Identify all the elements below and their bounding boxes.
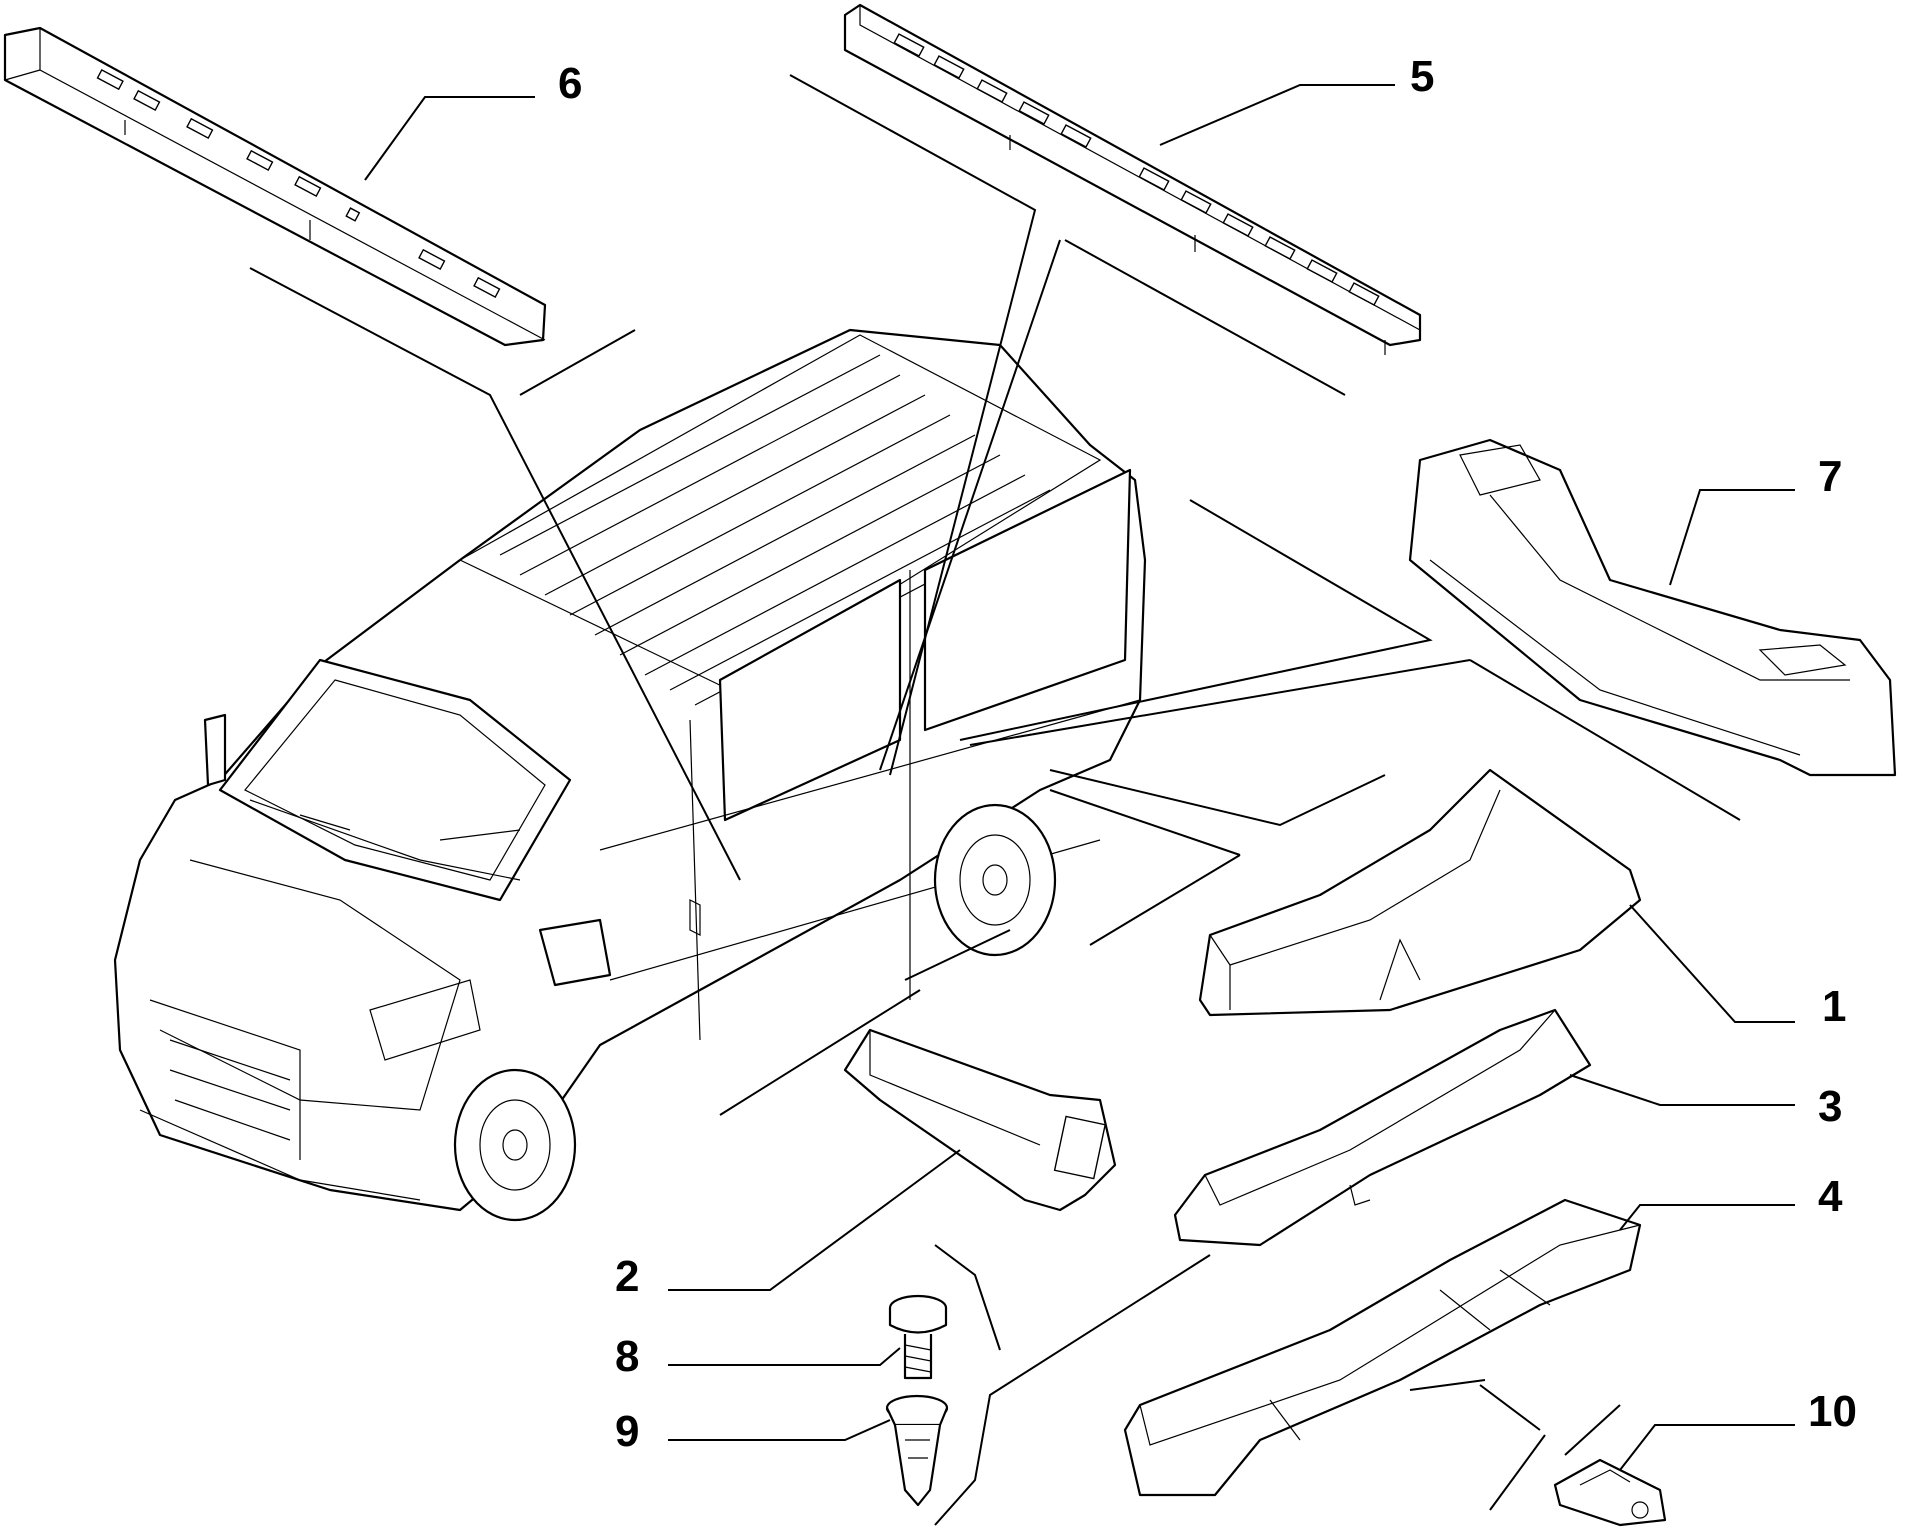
leader-lines — [249, 74, 1795, 1526]
callout-10: 10 — [1808, 1387, 1857, 1436]
part-2-floor-air-duct-short — [843, 1028, 1117, 1212]
part-8-screw — [888, 1294, 948, 1380]
part-6-roof-air-duct-left — [3, 26, 547, 347]
callout-5: 5 — [1410, 52, 1435, 101]
part-4-rear-air-duct-tray — [1123, 1198, 1642, 1497]
callout-6: 6 — [558, 59, 583, 108]
part-7-central-console-duct — [1408, 438, 1897, 777]
callout-9: 9 — [615, 1407, 640, 1456]
part-9-push-clip — [885, 1394, 949, 1507]
part-5-roof-air-duct-right — [843, 3, 1422, 355]
callout-3: 3 — [1818, 1082, 1843, 1131]
van-illustration — [113, 328, 1147, 1222]
part-3-floor-air-duct-long — [1173, 1008, 1592, 1247]
callout-7: 7 — [1818, 452, 1843, 501]
part-10-retaining-clip — [1553, 1458, 1667, 1527]
callout-1: 1 — [1822, 982, 1847, 1031]
callout-4: 4 — [1818, 1172, 1843, 1221]
callout-8: 8 — [615, 1332, 640, 1381]
callout-2: 2 — [615, 1252, 640, 1301]
part-1-floor-air-duct — [1198, 768, 1642, 1017]
